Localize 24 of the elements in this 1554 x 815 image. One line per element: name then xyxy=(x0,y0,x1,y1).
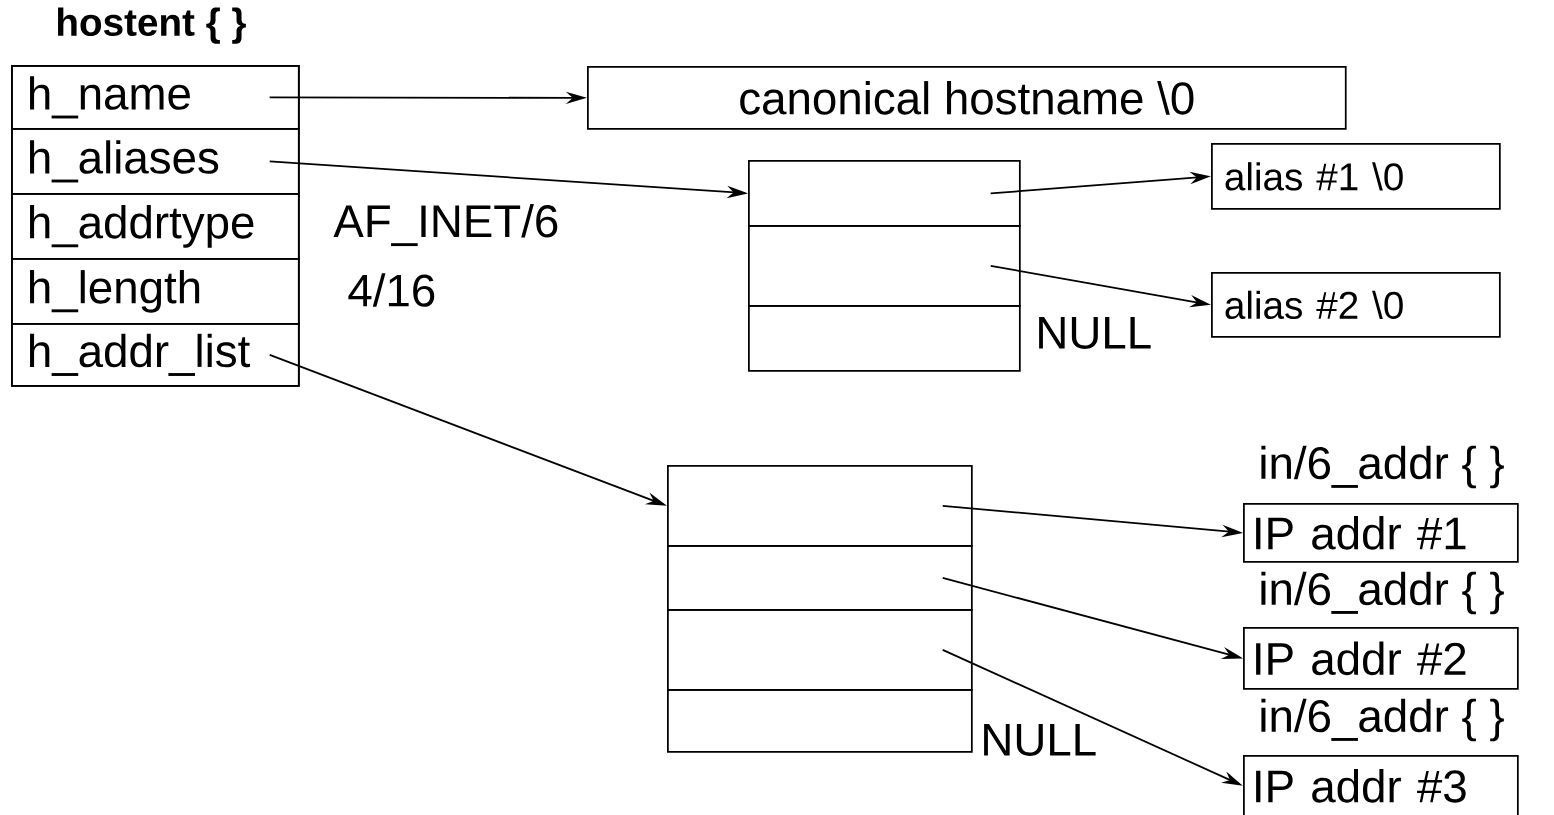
struct-heading: in/6_addr { } xyxy=(1261,698,1504,742)
value-text: AF_INET/6 xyxy=(333,203,558,247)
array-cell xyxy=(748,225,1021,307)
struct-heading: in/6_addr { } xyxy=(1261,445,1504,489)
struct-title: hostent { } xyxy=(58,7,246,44)
array-cell xyxy=(667,609,973,691)
value-text: NULL xyxy=(1039,317,1151,349)
string-box: alias #2 \0 xyxy=(1211,272,1501,338)
struct-heading: in/6_addr { } xyxy=(1261,571,1504,615)
field-cell: h_name xyxy=(11,65,300,130)
field-cell: h_addrtype xyxy=(11,193,300,260)
address-box: IP addr #2 xyxy=(1243,627,1519,690)
value-text: 4/16 xyxy=(348,273,435,307)
string-box: canonical hostname \0 xyxy=(587,66,1347,130)
field-cell: h_addr_list xyxy=(11,323,300,387)
address-box: IP addr #3 xyxy=(1243,755,1519,815)
array-cell xyxy=(667,545,973,611)
array-cell xyxy=(667,465,973,547)
field-cell: h_length xyxy=(11,258,300,325)
value-text: NULL xyxy=(984,724,1096,756)
address-box: IP addr #1 xyxy=(1243,503,1519,563)
field-cell: h_aliases xyxy=(11,128,300,195)
string-box: alias #1 \0 xyxy=(1211,143,1501,210)
array-cell xyxy=(748,160,1021,227)
